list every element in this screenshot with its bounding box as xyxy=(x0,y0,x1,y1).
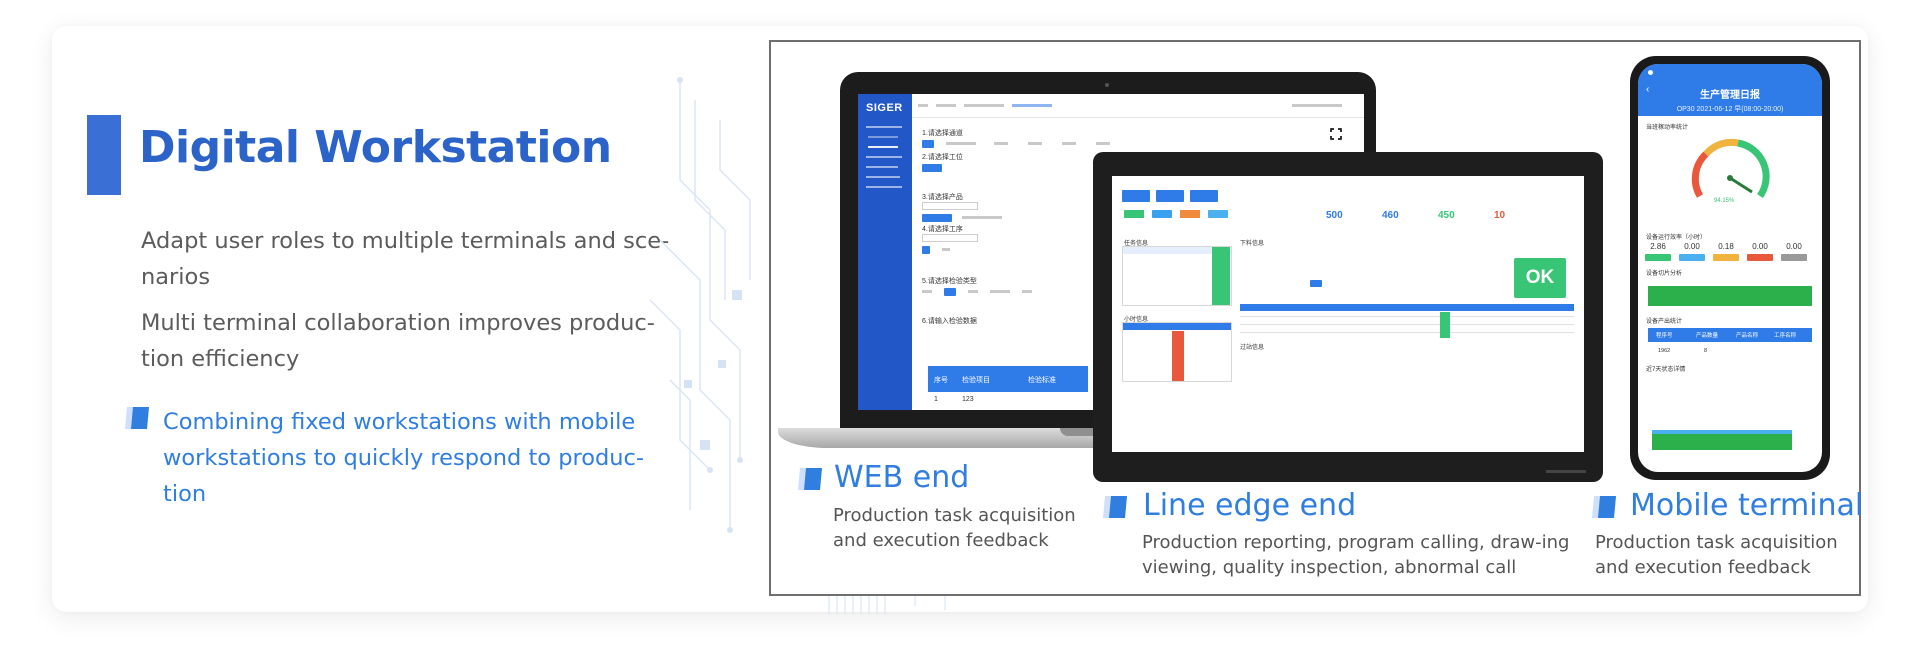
line-edge-bullet-icon xyxy=(1101,494,1129,520)
mobile-screen: ‹ 生产管理日报 OP30 2021-06-12 早(08:00-20:00) … xyxy=(1638,64,1822,472)
step-inspection-type: 5.请选择检验类型 xyxy=(922,278,977,285)
product-select[interactable] xyxy=(922,202,978,210)
recent-section-title: 近7天状态详情 xyxy=(1646,367,1686,373)
gauge-section-title: 当班稼动率统计 xyxy=(1646,125,1689,131)
web-end-title: WEB end xyxy=(834,460,970,495)
utilization-gauge-icon xyxy=(1691,138,1770,199)
highlight-text: Combining fixed workstations with mobile… xyxy=(163,409,645,507)
mobile-title: 生产管理日报 xyxy=(1700,90,1760,101)
description-collaboration: Multi terminal collaboration improves pr… xyxy=(141,310,655,372)
rates-section-title: 设备运行效率（小时） xyxy=(1646,235,1707,241)
heading-accent-bar xyxy=(87,115,121,195)
stat-completed: 450 xyxy=(1438,210,1455,221)
mobile-header xyxy=(1638,64,1822,116)
fullscreen-icon[interactable] xyxy=(1329,127,1343,141)
line-edge-screen: 500 460 450 10 任务信息 小时信息 下料信息 OK 过站信息 xyxy=(1112,176,1584,452)
ok-button[interactable]: OK xyxy=(1514,258,1566,298)
inspection-table-header: 序号 检验项目 检验标准 xyxy=(928,366,1088,392)
stat-planned: 460 xyxy=(1382,210,1399,221)
line-edge-title: Line edge end xyxy=(1143,488,1357,523)
web-topbar xyxy=(912,94,1364,118)
back-icon[interactable]: ‹ xyxy=(1646,84,1650,95)
panel-hour-info: 小时信息 xyxy=(1124,317,1149,323)
web-bullet-icon xyxy=(796,466,824,492)
mobile-terminal-title: Mobile terminal xyxy=(1630,488,1864,523)
recent-bars xyxy=(1652,434,1792,450)
description-roles: Adapt user roles to multiple terminals a… xyxy=(141,228,670,290)
mobile-subtitle: OP30 2021-06-12 早(08:00-20:00) xyxy=(1676,106,1784,113)
stat-total: 500 xyxy=(1326,210,1343,221)
line-edge-description: Production reporting, program calling, d… xyxy=(1142,532,1570,578)
timeline-bar xyxy=(1648,286,1812,306)
panel-station-info: 过站信息 xyxy=(1240,345,1265,351)
web-logo: SIGER xyxy=(866,102,903,114)
mobile-bullet-icon xyxy=(1590,494,1618,520)
step-inspection-data: 6.请输入检验数据 xyxy=(922,318,977,325)
timeline-section-title: 设备切片分析 xyxy=(1646,271,1683,277)
gauge-value: 94.15% xyxy=(1714,198,1735,204)
table-cell: 123 xyxy=(962,396,974,403)
laptop-camera-icon xyxy=(1105,83,1109,87)
step-station: 2.请选择工位 xyxy=(922,154,963,161)
tablet-buttons xyxy=(1546,470,1586,473)
step-channel: 1.请选择通道 xyxy=(922,130,963,137)
bullet-square-icon xyxy=(123,405,151,431)
mobile-terminal-description: Production task acquisition and executio… xyxy=(1595,532,1838,578)
web-sidebar: SIGER xyxy=(858,94,912,410)
output-section-title: 设备产出统计 xyxy=(1646,319,1683,325)
step-process: 4.请选择工序 xyxy=(922,226,963,233)
output-cell: 8 xyxy=(1704,348,1708,354)
stat-defects: 10 xyxy=(1494,210,1506,221)
output-cell: 1962 xyxy=(1658,348,1671,354)
panel-material-info: 下料信息 xyxy=(1240,241,1265,247)
circuit-bottom-decoration-icon xyxy=(828,596,946,614)
circuit-decoration-icon xyxy=(649,77,751,533)
panel-task-info: 任务信息 xyxy=(1124,241,1149,247)
step-product: 3.请选择产品 xyxy=(922,194,963,201)
camera-icon xyxy=(1648,70,1653,75)
table-cell: 1 xyxy=(934,396,938,403)
page-title: Digital Workstation xyxy=(139,122,612,173)
process-select[interactable] xyxy=(922,234,978,242)
output-table-header: 程序号 产品数量 产品名称 工序名称 xyxy=(1648,328,1812,342)
web-end-description: Production task acquisition and executio… xyxy=(833,505,1076,551)
